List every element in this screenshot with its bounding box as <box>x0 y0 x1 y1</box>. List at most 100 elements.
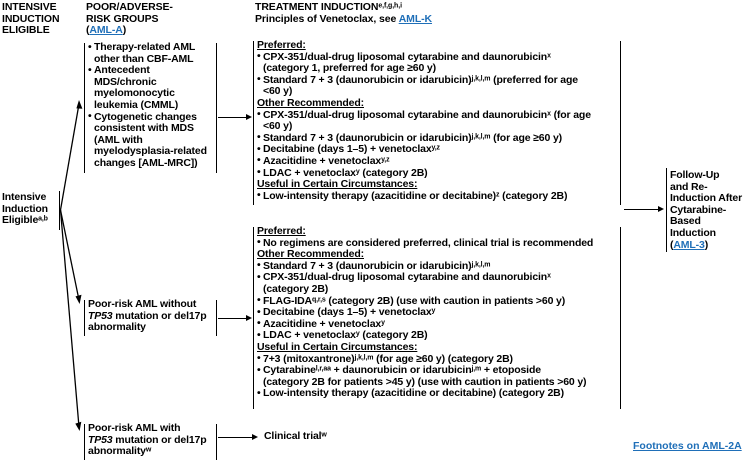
clinical-trial-text: Clinical trial <box>264 430 322 442</box>
treatment-block-poor-risk-no-tp53: Preferred: No regimens are considered pr… <box>257 225 627 400</box>
superscript-z: z <box>496 191 500 199</box>
treatment-2-other-list: Standard 7 + 3 (daunorubicin or idarubic… <box>257 260 627 342</box>
superscript-jm: j,m <box>471 365 482 373</box>
footnotes-link-wrap: Footnotes on AML-2A <box>633 436 742 454</box>
superscript-jklm: j,k,l,m <box>471 133 491 141</box>
arrow-head-group3-to-clinical-trial <box>252 434 258 440</box>
risk-group-3-right-bar <box>216 424 218 460</box>
entry-superscript: a,b <box>38 215 48 223</box>
treatment-1-left-bar <box>253 41 255 205</box>
list-item: CPX-351/dual-drug liposomal cytarabine a… <box>257 272 627 295</box>
superscript-jklm: j,k,l,m <box>471 75 491 83</box>
follow-up-line4: Cytarabine- <box>670 203 727 216</box>
col2-header-line1: POOR/ADVERSE- <box>86 1 173 13</box>
follow-up-line6: Induction <box>670 226 716 239</box>
list-item: Azacitidine + venetoclaxy <box>257 318 627 331</box>
treatment-1-other-list: CPX-351/dual-drug liposomal cytarabine a… <box>257 109 617 180</box>
col1-header-line1: INTENSIVE <box>2 1 57 13</box>
risk-group-2-line3: abnormality <box>88 321 146 334</box>
col2-header-link-wrap: (AML-A) <box>86 24 127 36</box>
risk-group-2-line2: TP53 mutation or del17p <box>88 309 212 323</box>
list-item: CPX-351/dual-drug liposomal cytarabine a… <box>257 51 617 75</box>
list-item: No regimens are considered preferred, cl… <box>257 237 627 250</box>
aml-3-link[interactable]: AML-3 <box>673 238 705 251</box>
follow-up-line5: Based <box>670 215 701 228</box>
superscript-y: y <box>381 319 385 327</box>
arrow-line-group1-to-treatment1 <box>218 117 248 119</box>
col2-header-line2: RISK GROUPS <box>86 12 159 25</box>
risk-group-1-list: Therapy-related AML other than CBF-AML A… <box>88 41 210 170</box>
list-item: Standard 7 + 3 (daunorubicin or idarubic… <box>257 260 627 273</box>
list-item: Cytogenetic changes consistent with MDS … <box>88 111 210 170</box>
treatment-block-aml-mrc: Preferred: CPX-351/dual-drug liposomal c… <box>257 39 617 203</box>
list-item: Low-intensity therapy (azacitidine or de… <box>257 388 627 400</box>
arrow-line-to-follow-up <box>624 209 660 211</box>
risk-group-2-right-bar <box>216 300 218 336</box>
list-item: Decitabine (days 1–5) + venetoclaxy,z <box>257 144 617 156</box>
superscript-y: y <box>431 307 436 315</box>
treatment-2-useful-list: 7+3 (mitoxantrone)j,k,l,m (for age ≥60 y… <box>257 353 627 400</box>
treatment-2-preferred-list: No regimens are considered preferred, cl… <box>257 237 627 250</box>
venetoclax-principles-text: Principles of Venetoclax, see <box>255 12 399 25</box>
treatment-2-right-bar <box>620 227 622 409</box>
list-item: Therapy-related AML other than CBF-AML <box>88 41 210 65</box>
risk-group-aml-mrc: Therapy-related AML other than CBF-AML A… <box>88 41 210 170</box>
section-heading-other-recommended: Other Recommended: <box>257 248 364 261</box>
follow-up-line2: and Re- <box>670 180 708 193</box>
section-heading-preferred: Preferred: <box>257 39 306 51</box>
risk-group-2-line1: Poor-risk AML without <box>88 298 197 310</box>
aml-k-link[interactable]: AML-K <box>398 12 433 25</box>
risk-group-3-line3-text: abnormality <box>88 445 146 458</box>
list-item: FLAG-IDAq,r,s (category 2B) (use with ca… <box>257 295 627 308</box>
list-item: Standard 7 + 3 (daunorubicin or idarubic… <box>257 132 617 145</box>
section-heading-useful: Useful in Certain Circumstances: <box>257 340 418 353</box>
risk-group-3-line2-rest: mutation or del17p <box>112 433 207 446</box>
entry-node-intensive-induction-eligible: Intensive Induction Eligiblea,b <box>2 191 76 227</box>
outcome-node-follow-up: Follow-Up and Re- Induction After Cytara… <box>670 169 750 251</box>
footnotes-link[interactable]: Footnotes on AML-2A <box>633 440 742 452</box>
risk-group-2-line2-rest: mutation or del17p <box>112 309 207 322</box>
list-item: LDAC + venetoclaxy (category 2B) <box>257 167 617 180</box>
col3-header-superscript: e,f,g,h,i <box>378 2 402 10</box>
risk-group-poor-risk-tp53: Poor-risk AML with TP53 mutation or del1… <box>88 422 212 458</box>
section-heading-preferred: Preferred: <box>257 225 306 237</box>
arrow-line-group2-to-treatment2 <box>218 318 248 320</box>
risk-group-2-left-bar <box>84 300 86 336</box>
follow-up-line3: Induction After <box>670 192 743 205</box>
gene-tp53: TP53 <box>88 433 113 446</box>
risk-group-3-left-bar <box>84 424 86 460</box>
superscript-y: y <box>355 330 360 338</box>
superscript-yz: y,z <box>381 156 390 164</box>
risk-group-1-right-bar <box>216 43 218 173</box>
aml-a-link[interactable]: AML-A <box>89 24 123 36</box>
gene-tp53: TP53 <box>88 309 113 322</box>
col1-header-line3: ELIGIBLE <box>2 24 50 36</box>
col3-header-line2: Principles of Venetoclax, see AML-K <box>255 12 635 26</box>
superscript-lraa: l,r,aa <box>315 365 331 373</box>
arrow-head-group2-to-treatment2 <box>246 315 252 321</box>
list-item: Cytarabinel,r,aa + daunorubicin or idaru… <box>257 364 627 388</box>
follow-up-link-wrap: (AML-3) <box>670 238 709 251</box>
column-header-poor-adverse-risk-groups: POOR/ADVERSE- RISK GROUPS (AML-A) <box>86 1 196 37</box>
list-item: 7+3 (mitoxantrone)j,k,l,m (for age ≥60 y… <box>257 353 627 366</box>
list-item: Azacitidine + venetoclaxy,z <box>257 155 617 168</box>
superscript-w: w <box>145 446 152 454</box>
follow-up-line1: Follow-Up <box>670 169 720 181</box>
risk-group-1-left-bar <box>84 43 86 173</box>
column-header-treatment-induction: TREATMENT INDUCTIONe,f,g,h,i Principles … <box>255 1 635 26</box>
treatment-1-preferred-list: CPX-351/dual-drug liposomal cytarabine a… <box>257 51 617 98</box>
entry-line3: Eligiblea,b <box>2 214 48 227</box>
treatment-2-left-bar <box>253 227 255 409</box>
col3-header-text: TREATMENT INDUCTION <box>255 1 379 13</box>
section-heading-other-recommended: Other Recommended: <box>257 96 364 109</box>
superscript-w: w <box>321 431 327 439</box>
treatment-block-clinical-trial: Clinical trialw <box>264 430 404 443</box>
col3-header-line1: TREATMENT INDUCTIONe,f,g,h,i <box>255 1 635 14</box>
list-item: Low-intensity therapy (azacitidine or de… <box>257 190 617 203</box>
risk-group-3-line1: Poor-risk AML with <box>88 422 181 434</box>
superscript-qrs: q,r,s <box>311 296 326 304</box>
section-heading-useful: Useful in Certain Circumstances: <box>257 178 418 191</box>
entry-branch-bar <box>59 191 61 230</box>
arrow-line-group3-to-clinical-trial <box>218 437 254 439</box>
entry-line1: Intensive <box>2 191 47 203</box>
